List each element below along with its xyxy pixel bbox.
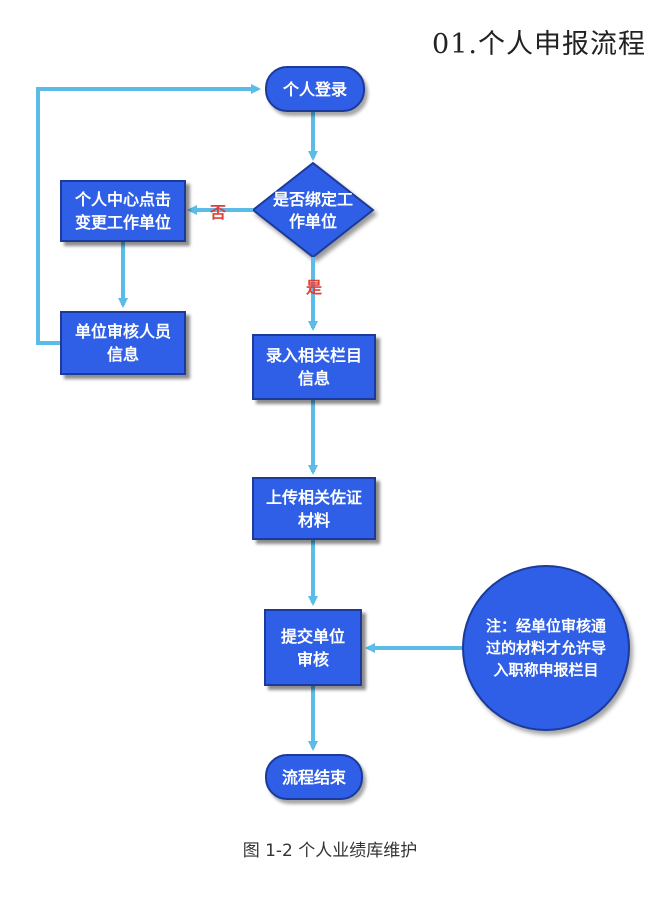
node-change-unit: 个人中心点击变更工作单位 [60, 180, 186, 242]
node-upload-label: 上传相关佐证材料 [266, 487, 363, 530]
node-upload: 上传相关佐证材料 [252, 477, 376, 540]
node-enter-info: 录入相关栏目信息 [252, 334, 376, 400]
node-end: 流程结束 [265, 754, 363, 800]
node-decision-label: 是否绑定工作单位 [268, 188, 358, 234]
node-login: 个人登录 [265, 66, 365, 112]
page-title: 01.个人申报流程 [432, 29, 646, 60]
node-login-label: 个人登录 [282, 79, 347, 99]
node-submit: 提交单位审核 [264, 609, 362, 686]
node-note-label: 注：经单位审核通过的材料才允许导入职称申报栏目 [485, 617, 606, 679]
node-note: 注：经单位审核通过的材料才允许导入职称申报栏目 [462, 565, 630, 731]
node-submit-label: 提交单位审核 [280, 626, 345, 669]
node-enter-info-label: 录入相关栏目信息 [266, 346, 363, 388]
node-review-info-label: 单位审核人员信息 [74, 322, 171, 364]
edge-label-yes: 是 [306, 278, 323, 297]
node-end-label: 流程结束 [281, 767, 346, 787]
arrow-review-to-login [36, 84, 261, 345]
decision-text: 是否绑定工作单位 [272, 190, 353, 231]
node-review-info: 单位审核人员信息 [60, 311, 186, 375]
node-change-unit-label: 个人中心点击变更工作单位 [74, 190, 171, 232]
figure-caption: 图 1-2 个人业绩库维护 [242, 841, 418, 861]
edge-label-no: 否 [210, 203, 227, 222]
